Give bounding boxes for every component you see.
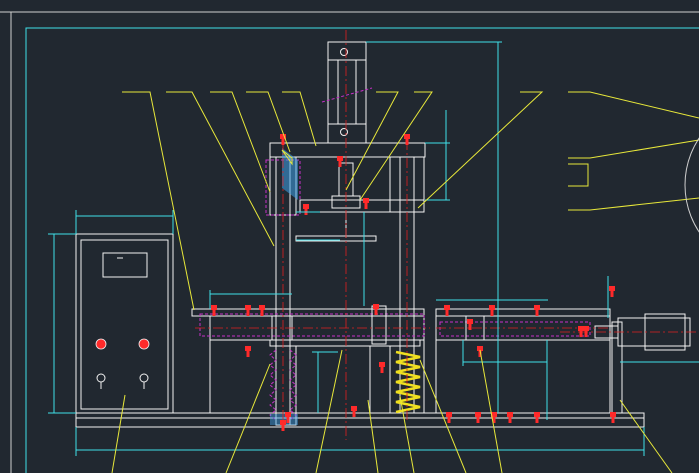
leader-lines — [111, 91, 699, 473]
leader-12 — [568, 197, 699, 211]
bolt-icon — [583, 326, 589, 337]
feed-body — [435, 339, 611, 414]
bolt-icon — [491, 412, 497, 423]
bolt-icon — [610, 412, 616, 423]
leader-11 — [568, 163, 589, 187]
leader-16 — [367, 399, 379, 473]
selector-switch-right-icon — [139, 373, 149, 389]
drawing-frame — [0, 11, 699, 473]
leader-17 — [399, 395, 415, 473]
cylinder-port-bottom-icon — [340, 128, 348, 136]
bolt-icon — [303, 204, 309, 215]
work-table — [209, 339, 425, 414]
leader-4 — [246, 91, 291, 153]
top-plate — [269, 142, 426, 158]
bolt-icon — [467, 319, 473, 330]
head-plate — [299, 199, 425, 213]
bolt-icon — [337, 156, 343, 167]
bolt-icon — [475, 412, 481, 423]
side-feed-unit — [435, 308, 699, 414]
cylinder-bottom-cap — [327, 123, 367, 144]
table-top-plate — [191, 308, 425, 317]
pneumatic-cylinder — [327, 41, 367, 144]
leader-13 — [111, 394, 126, 473]
bolt-icon — [477, 346, 483, 357]
bolts — [211, 134, 616, 431]
leader-7 — [359, 91, 433, 201]
leader-18 — [419, 359, 467, 473]
bolt-icon — [534, 305, 540, 316]
leader-6 — [345, 91, 399, 191]
press-frame — [191, 41, 426, 426]
bolt-icon — [404, 134, 410, 145]
bolt-icon — [280, 134, 286, 145]
bolt-icon — [489, 305, 495, 316]
feed-clamp — [465, 315, 485, 341]
bolt-icon — [534, 412, 540, 423]
rail-hidden-outline — [199, 313, 425, 337]
leader-8 — [417, 91, 544, 209]
cylinder-tie-rod — [321, 87, 373, 103]
bolt-icon — [245, 305, 251, 316]
spring-housing — [369, 345, 391, 414]
feed-rail-hidden — [439, 321, 591, 337]
bolt-icon — [245, 346, 251, 357]
control-cabinet — [75, 233, 174, 414]
start-button-icon — [95, 338, 107, 350]
cabinet-body — [75, 233, 174, 414]
bolt-icon — [280, 420, 286, 431]
cylinder-port-top-icon — [340, 48, 348, 56]
carriage-plate — [295, 235, 377, 242]
clamp-plate — [269, 339, 421, 347]
selector-switch-left-icon — [96, 373, 106, 389]
cabinet-display — [102, 252, 148, 278]
detail-circle — [684, 137, 699, 233]
leader-14 — [225, 363, 271, 473]
leader-19 — [479, 349, 503, 473]
base-plate-body — [75, 412, 645, 428]
bolt-icon — [351, 406, 357, 417]
leader-2 — [166, 91, 275, 247]
feed-table-top — [435, 308, 611, 317]
leader-9 — [568, 91, 699, 119]
cabinet-door — [80, 239, 169, 410]
feed-support — [611, 321, 623, 414]
screw-thread-left — [269, 349, 277, 421]
leader-10 — [568, 139, 699, 159]
stop-button-icon — [138, 338, 150, 350]
screw-thread — [289, 349, 297, 421]
bolt-icon — [446, 412, 452, 423]
dimension-lines — [48, 41, 699, 456]
base-plate — [75, 412, 645, 428]
cylinder-cap — [327, 41, 367, 61]
leader-20 — [619, 399, 673, 473]
compression-spring — [395, 350, 421, 414]
hatched-bushing — [281, 148, 298, 200]
bolt-icon — [578, 326, 584, 337]
bolt-icon — [373, 304, 379, 315]
bolt-icon — [444, 305, 450, 316]
bolt-icon — [609, 286, 615, 297]
leader-3 — [210, 91, 271, 193]
bolt-icon — [507, 412, 513, 423]
leader-5 — [282, 91, 317, 147]
bolt-icon — [285, 412, 291, 423]
mount-block — [371, 305, 387, 345]
bolt-icon — [363, 198, 369, 209]
leader-1 — [122, 91, 195, 311]
bolt-icon — [379, 362, 385, 373]
drawing-border — [25, 27, 699, 473]
bolt-icon — [259, 305, 265, 316]
leader-15 — [315, 349, 343, 473]
bolt-icon — [211, 305, 217, 316]
